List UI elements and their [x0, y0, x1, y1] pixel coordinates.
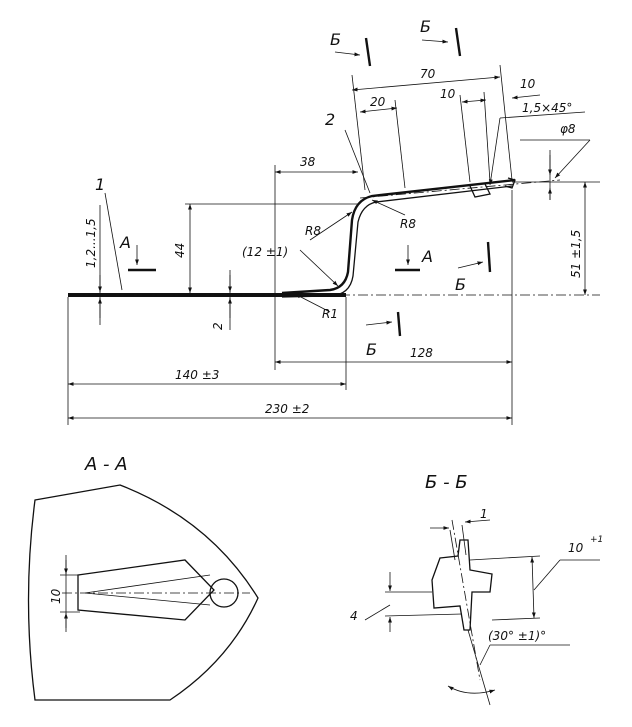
- dim-38: 38: [300, 155, 316, 169]
- dim-line-70: [351, 75, 501, 92]
- section-mark-b-right: Б: [455, 275, 466, 294]
- section-mark-a-left: А: [119, 233, 131, 252]
- section-a-a-dim-10: 10: [49, 588, 63, 604]
- dim-20: 20: [370, 95, 386, 109]
- dim-140: 140 ±3: [175, 368, 219, 382]
- dim-r8-left: R8: [305, 224, 321, 238]
- dim-line-10-mid: [461, 98, 487, 104]
- dim-12: (12 ±1): [242, 245, 288, 259]
- section-a-a-outline: [27, 484, 259, 701]
- callout-part-2: 2: [325, 110, 335, 129]
- dim-phi8: φ8: [560, 122, 576, 136]
- section-b-b-title: Б - Б: [425, 472, 468, 493]
- section-a-a: А - А 10: [27, 454, 259, 701]
- section-a-a-rod-profile: [77, 559, 215, 621]
- section-mark-b-top-right: Б: [420, 17, 431, 36]
- dim-51: 51 ±1,5: [569, 230, 583, 278]
- main-view: 1 2 Б Б Б Б А А 70 10 20 10 1,5×45° φ8 3…: [67, 17, 600, 425]
- dim-chamfer: 1,5×45°: [522, 101, 572, 115]
- dim-2: 2: [211, 322, 225, 330]
- rod-tip: [469, 183, 491, 198]
- section-a-a-title: А - А: [84, 454, 128, 475]
- dim-10-top: 10: [520, 77, 536, 91]
- section-b-b-dim-4: 4: [350, 609, 358, 623]
- section-mark-b-top-left: Б: [330, 30, 341, 49]
- dim-230: 230 ±2: [265, 402, 309, 416]
- dim-10-mid: 10: [440, 87, 456, 101]
- section-b-b-angle: (30° ±1)°: [488, 629, 546, 643]
- flat-plate: [68, 293, 346, 297]
- section-b-b-dim-1: 1: [480, 507, 488, 521]
- section-mark-a-right: А: [421, 247, 433, 266]
- section-mark-b-bottom: Б: [366, 340, 377, 359]
- section-b-b-dim-10: 10: [568, 541, 584, 555]
- callout-part-1: 1: [95, 175, 105, 194]
- dim-thickness: 1,2...1,5: [84, 218, 98, 268]
- section-b-b: Б - Б 1 10 +1 4 (30° ±1)°: [350, 472, 603, 706]
- dim-70: 70: [420, 67, 436, 81]
- section-b-b-profile: [431, 539, 493, 631]
- dim-44: 44: [173, 243, 187, 258]
- dim-line-10-top: [511, 94, 541, 100]
- dim-128: 128: [410, 346, 433, 360]
- dim-r8-top: R8: [400, 217, 416, 231]
- dim-r1: R1: [322, 307, 338, 321]
- section-b-b-dim-10-tol: +1: [590, 535, 603, 545]
- dim-line-20: [359, 106, 398, 114]
- bent-rod: [281, 178, 516, 295]
